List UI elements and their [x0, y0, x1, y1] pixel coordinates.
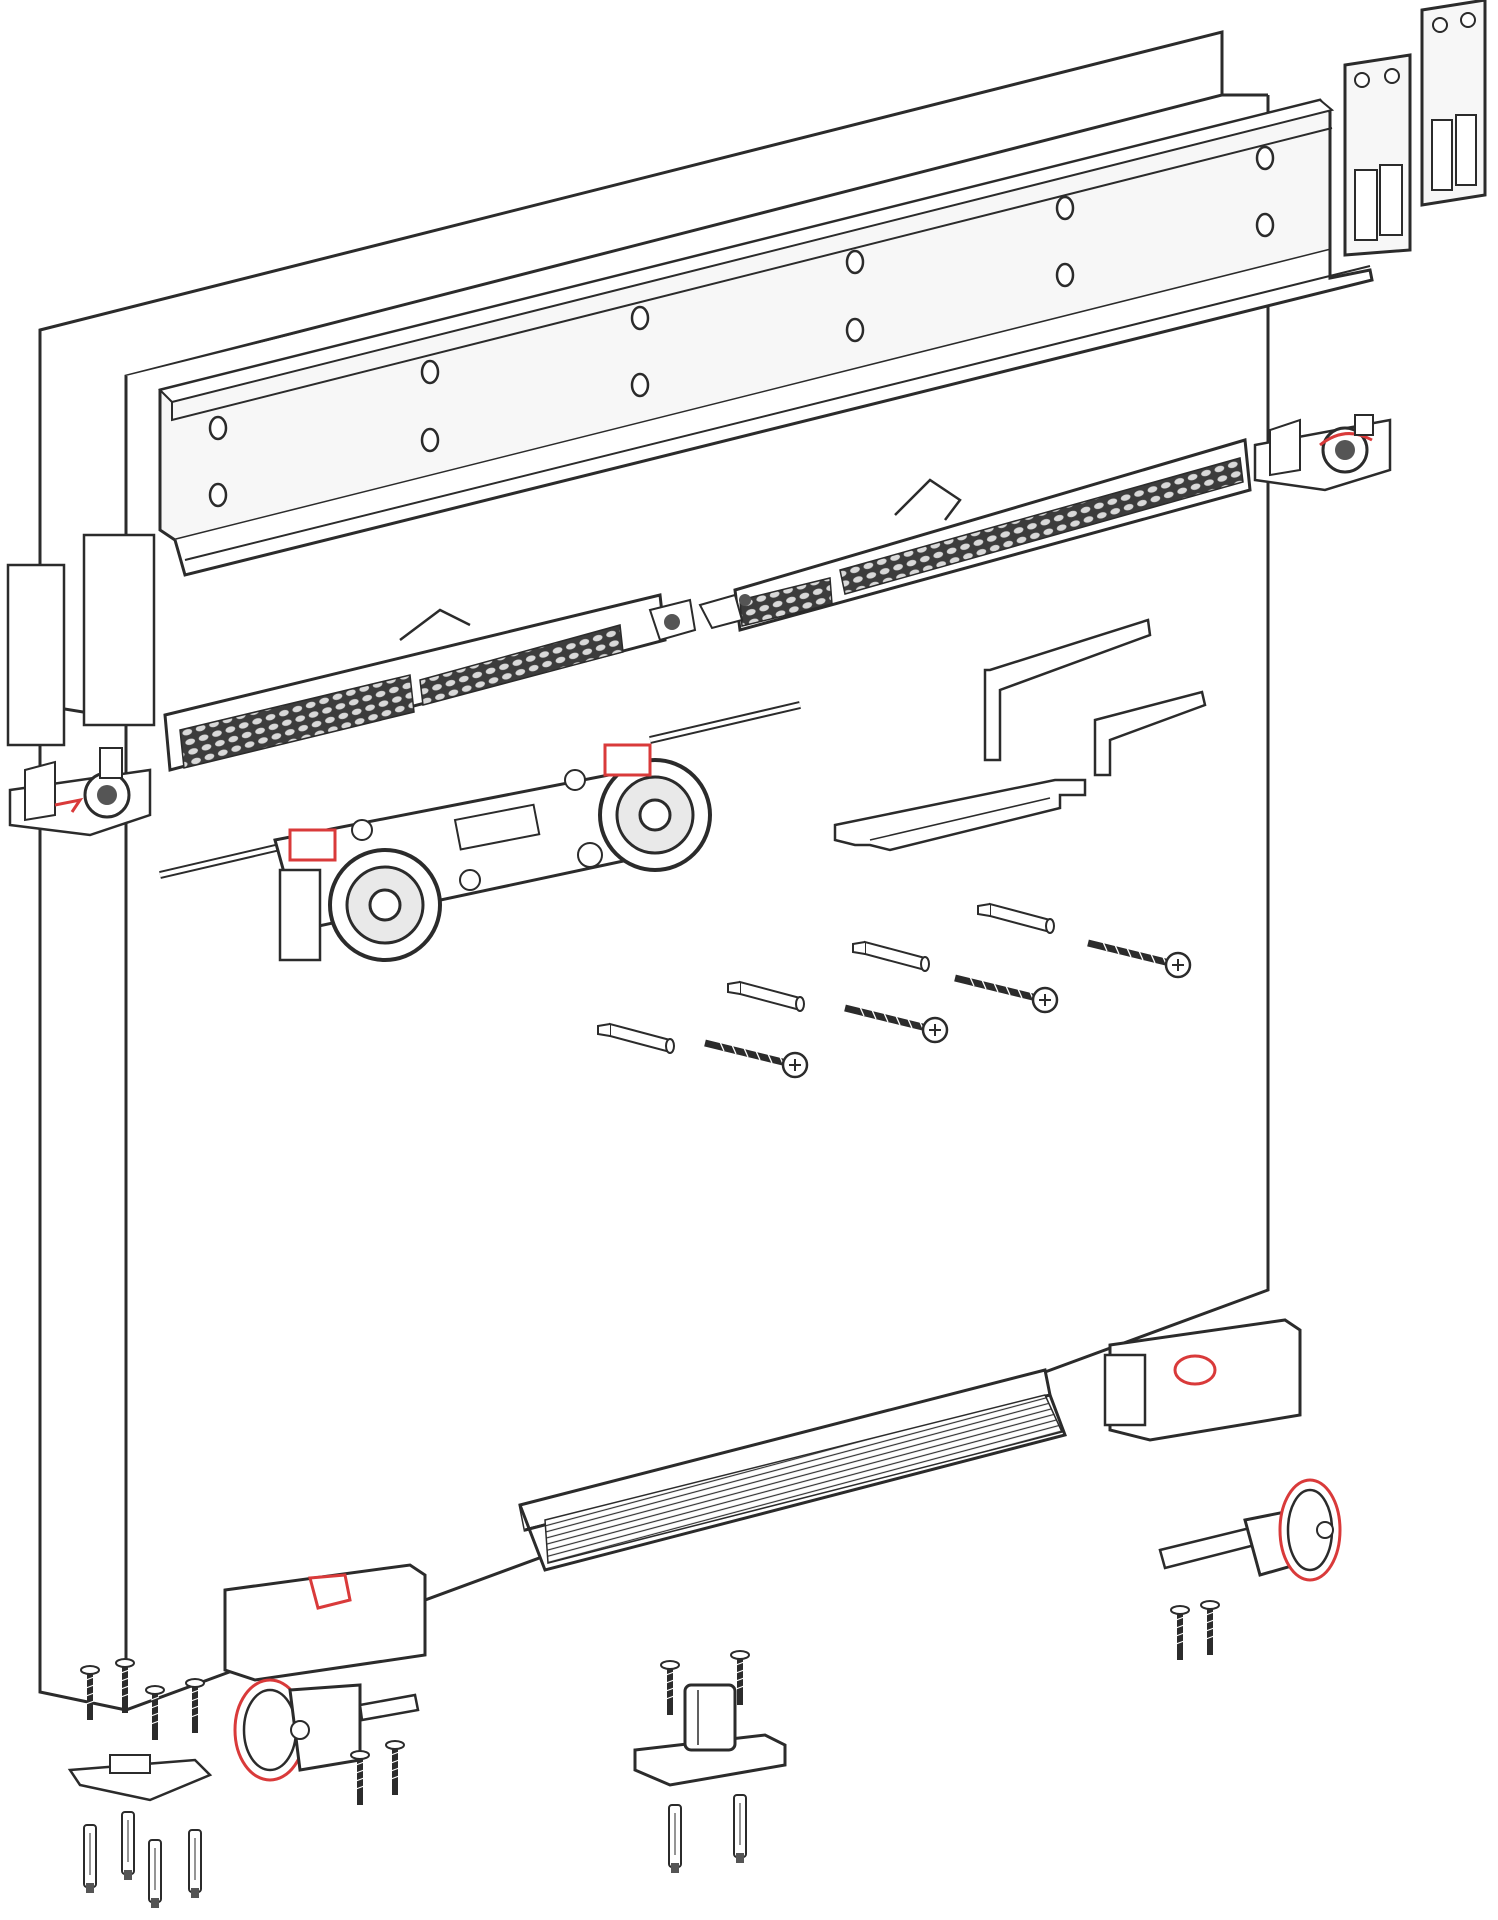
track-mounting-hole: [630, 305, 650, 331]
track-stopper-right: [1253, 414, 1392, 492]
track-mounting-hole: [208, 415, 228, 441]
track-mounting-hole: [845, 317, 865, 343]
screw: [386, 1741, 404, 1795]
dowel: [148, 1839, 162, 1909]
track-mounting-hole: [1255, 212, 1275, 238]
bottom-roller-left: [233, 1678, 420, 1782]
end-cap-a: [1343, 53, 1412, 257]
dowel: [188, 1829, 202, 1899]
soft-close-damper-left: [163, 593, 697, 772]
track-mounting-hole: [420, 359, 440, 385]
dowel: [733, 1794, 747, 1864]
end-cap-b: [1420, 0, 1487, 207]
track-mounting-hole: [1055, 195, 1075, 221]
roller-carriage: [159, 701, 801, 962]
top-track-rail: [158, 98, 1374, 577]
track-mounting-hole: [630, 372, 650, 398]
screw: [1201, 1601, 1219, 1655]
track-mounting-hole: [1255, 145, 1275, 171]
floor-guide-pin: [633, 1683, 787, 1787]
track-mounting-hole: [1055, 262, 1075, 288]
bottom-damper-right: [1103, 1318, 1302, 1442]
dowel: [668, 1804, 682, 1874]
dowel: [83, 1824, 97, 1894]
track-mounting-hole: [208, 482, 228, 508]
bottom-roller-right: [1158, 1478, 1342, 1582]
track-stopper-left: [8, 747, 152, 837]
screw: [1171, 1606, 1189, 1660]
guide-mounting-plate-left: [67, 1754, 213, 1802]
soft-close-damper-right: [698, 438, 1252, 632]
track-mounting-hole: [845, 249, 865, 275]
screw: [661, 1661, 679, 1715]
dowel: [121, 1811, 135, 1881]
hex-key-small: [1093, 690, 1207, 777]
hex-key-large: [983, 618, 1152, 762]
track-mounting-hole: [420, 427, 440, 453]
spanner-wrench: [833, 778, 1087, 852]
bottom-damper-left: [223, 1563, 427, 1682]
bottom-guide-channel: [518, 1368, 1067, 1572]
edge-bracket-left: [6, 533, 156, 747]
